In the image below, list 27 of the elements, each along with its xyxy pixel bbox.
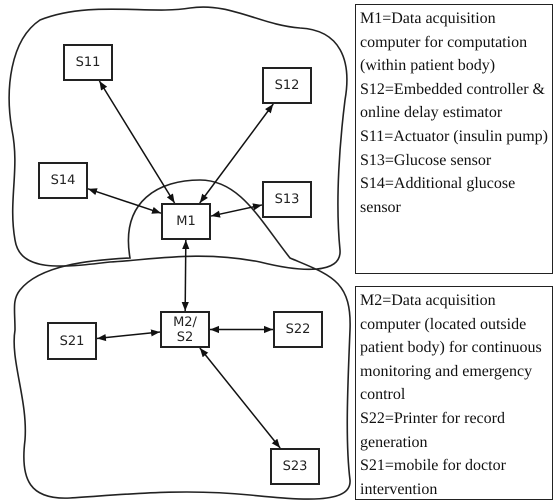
device-box: S13 xyxy=(262,181,312,218)
double-arrow xyxy=(182,240,190,311)
definition-text: S11=Actuator (insulin pump) xyxy=(360,126,548,147)
definition-text: S14=Additional glucose sensor xyxy=(360,174,516,218)
definition-text: S13=Glucose sensor xyxy=(360,150,492,171)
definition-text: S21=mobile for doctor intervention xyxy=(360,456,507,500)
device-box: S12 xyxy=(262,67,312,104)
double-arrow xyxy=(96,329,160,342)
device-box: M1 xyxy=(161,203,211,240)
definition-text: M2=Data acquisition computer (located outside patient body) for continuous monitoring and emergency control xyxy=(360,291,543,406)
double-arrow xyxy=(210,203,262,218)
double-arrow xyxy=(210,326,273,334)
definition-panel xyxy=(355,286,553,500)
definition-text: S12=Embedded controller & online delay estimator xyxy=(360,80,546,124)
definition-text: S22=Printer for record generation xyxy=(360,408,506,453)
definition-panel xyxy=(355,4,553,274)
double-arrow xyxy=(199,348,281,448)
double-arrow xyxy=(98,80,176,204)
double-arrow xyxy=(88,188,162,214)
device-box: S22 xyxy=(273,311,323,348)
device-box: S21 xyxy=(47,322,97,360)
device-box: M2/ S2 xyxy=(160,311,210,348)
double-arrow xyxy=(199,104,274,204)
device-box: S14 xyxy=(38,162,88,199)
device-box: S11 xyxy=(63,44,113,81)
device-box: S23 xyxy=(270,448,320,485)
definition-text: M1=Data acquisition computer for computation (within patient body) xyxy=(360,9,528,76)
